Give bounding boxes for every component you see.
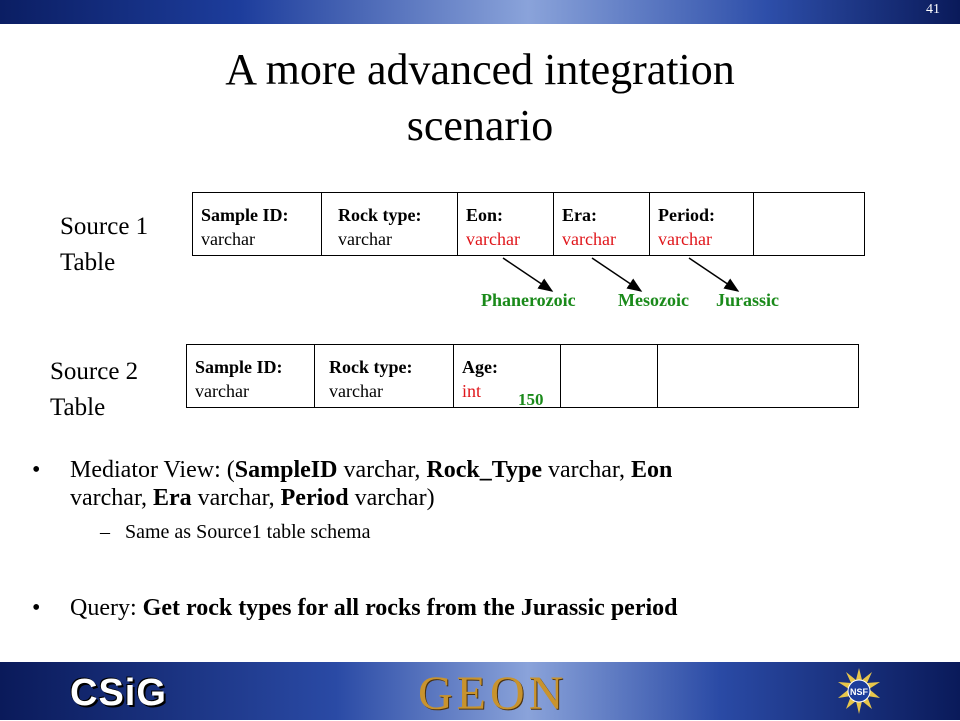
source2-label: Source 2 Table bbox=[50, 354, 138, 426]
source2-col-empty-2 bbox=[657, 344, 859, 408]
source1-col-eon: Eon: varchar bbox=[457, 192, 554, 256]
source2-col-age: Age: int 150 bbox=[453, 344, 561, 409]
csig-logo: CSiG bbox=[70, 672, 167, 714]
source2-label-line1: Source 2 bbox=[50, 358, 139, 385]
source1-col-sampleid: Sample ID: varchar bbox=[192, 192, 322, 256]
source2-col-empty-1 bbox=[560, 344, 658, 408]
annotation-jurassic: Jurassic bbox=[716, 290, 779, 310]
slide-title: A more advanced integration scenario bbox=[120, 42, 840, 154]
arrow-era bbox=[591, 257, 643, 292]
age-value: 150 bbox=[518, 390, 544, 409]
geon-logo: GEON bbox=[418, 667, 568, 720]
source1-table: Sample ID: varchar Rock type: varchar Eo… bbox=[192, 192, 865, 256]
nsf-logo-icon: NSF bbox=[838, 668, 880, 714]
nsf-text: NSF bbox=[850, 687, 869, 697]
bullet-mediator-view: • Mediator View: (SampleID varchar, Rock… bbox=[32, 457, 673, 511]
sub-bullet-same-schema: – Same as Source1 table schema bbox=[100, 521, 371, 543]
bullet-dot-icon: • bbox=[32, 457, 41, 483]
source1-col-period: Period: varchar bbox=[649, 192, 754, 256]
source1-col-empty bbox=[753, 192, 865, 256]
source2-col-rocktype: Rock type: varchar bbox=[314, 344, 454, 408]
arrow-eon bbox=[502, 257, 554, 292]
source1-label-line2: Table bbox=[60, 249, 116, 276]
slide-number: 41 bbox=[926, 2, 940, 17]
bullet-query: • Query: Get rock types for all rocks fr… bbox=[32, 595, 678, 621]
source2-col-sampleid: Sample ID: varchar bbox=[186, 344, 315, 408]
top-banner: 41 bbox=[0, 0, 960, 24]
title-line-2: scenario bbox=[406, 101, 554, 150]
source2-label-line2: Table bbox=[50, 394, 106, 421]
source1-col-era: Era: varchar bbox=[553, 192, 650, 256]
annotation-mesozoic: Mesozoic bbox=[618, 290, 689, 310]
annotation-phanerozoic: Phanerozoic bbox=[481, 290, 576, 310]
footer-banner: CSiG GEON NSF bbox=[0, 662, 960, 720]
title-line-1: A more advanced integration bbox=[225, 45, 735, 94]
bullet-dot-icon: • bbox=[32, 595, 41, 621]
source1-label-line1: Source 1 bbox=[60, 213, 149, 240]
table-row: Sample ID: varchar Rock type: varchar Eo… bbox=[192, 192, 865, 256]
arrow-period bbox=[688, 257, 740, 292]
source2-table: Sample ID: varchar Rock type: varchar Ag… bbox=[186, 344, 859, 409]
source1-col-rocktype: Rock type: varchar bbox=[321, 192, 458, 256]
source1-label: Source 1 Table bbox=[60, 209, 148, 281]
table-row: Sample ID: varchar Rock type: varchar Ag… bbox=[186, 344, 859, 409]
